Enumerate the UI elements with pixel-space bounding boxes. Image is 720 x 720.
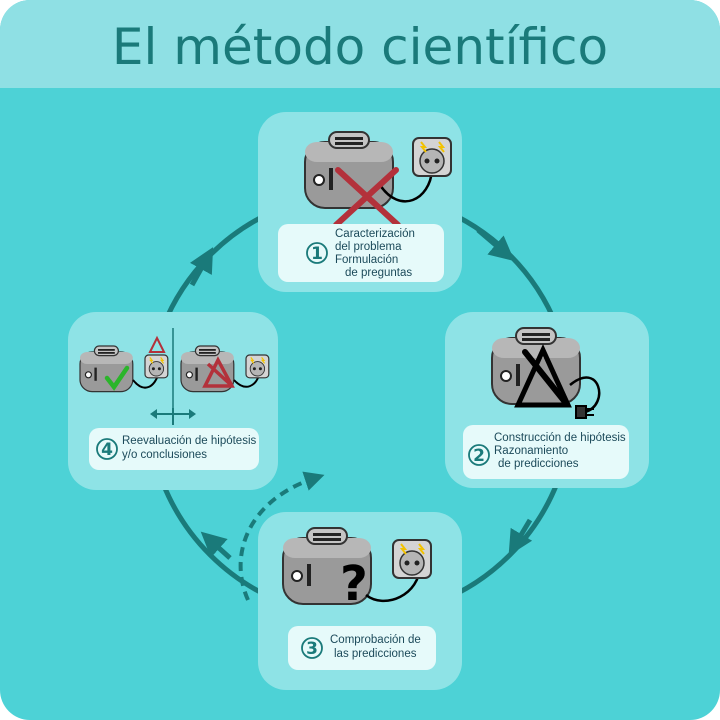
step-4-number-badge	[96, 438, 118, 460]
step-2-card: 2 Construcción de hipótesis Razonamiento…	[445, 312, 649, 488]
step-1-number-badge	[306, 242, 328, 264]
toaster-icon	[304, 131, 394, 209]
cycle-arrow-bottom-left	[200, 531, 232, 560]
small-tools-icon	[148, 335, 166, 353]
dashed-feedback-arc	[238, 471, 325, 601]
cycle-arrow-top-right	[476, 228, 515, 262]
title-band	[0, 0, 720, 88]
step-4-line-2: y/o conclusiones	[122, 449, 207, 461]
step-1-label-box	[278, 224, 444, 282]
step-1-number: 1	[311, 244, 323, 264]
plug-icon	[575, 405, 594, 419]
step-2-number: 2	[473, 446, 485, 466]
step-4-card: 4 Reevaluación de hipótesis y/o conclusi…	[68, 312, 278, 490]
cycle-arrow-top-left	[189, 247, 214, 287]
step-4-line-1: Reevaluación de hipótesis	[122, 435, 257, 447]
step-2-number-badge	[468, 444, 490, 466]
power-socket-icon	[412, 137, 452, 177]
cross-mark-icon	[333, 167, 401, 228]
step-4-number: 4	[101, 440, 113, 460]
check-mark-icon	[104, 365, 130, 391]
split-arrow-head-left	[150, 409, 157, 419]
question-mark-icon: ?	[340, 556, 368, 612]
split-arrow-head-right	[189, 409, 196, 419]
split-arrows-icon	[155, 408, 191, 425]
step-1-line-2: del problema	[335, 241, 402, 253]
step-3-label-box	[288, 626, 436, 670]
power-socket-icon	[245, 354, 270, 379]
step-2-label-box	[463, 425, 629, 479]
step-2-line-3: de predicciones	[498, 458, 579, 470]
step-1-card: 1 Caracterización del problema Formulaci…	[258, 112, 462, 292]
wrench-icon	[522, 349, 568, 405]
step-3-number-badge	[301, 637, 323, 659]
step-1-line-1: Caracterización	[335, 228, 415, 240]
step-3-number: 3	[306, 639, 318, 659]
step-4-label-box	[89, 428, 259, 470]
power-socket-icon	[144, 354, 169, 379]
cycle-arrow-bottom-right	[508, 518, 533, 556]
step-1-line-4: de preguntas	[345, 267, 412, 279]
step-3-card: ? 3 Comprobación de las predicciones	[258, 512, 462, 690]
cord	[378, 169, 434, 203]
page-title: El método científico	[112, 18, 608, 76]
power-socket-icon	[392, 539, 432, 579]
step-2-line-2: Razonamiento	[494, 445, 568, 457]
step-3-line-2: las predicciones	[334, 648, 417, 660]
step-3-line-1: Comprobación de	[330, 634, 421, 646]
red-tools-icon	[202, 356, 235, 388]
step-2-line-1: Construcción de hipótesis	[494, 432, 626, 444]
tools-icon	[514, 343, 572, 408]
step-1-line-3: Formulación	[335, 254, 398, 266]
